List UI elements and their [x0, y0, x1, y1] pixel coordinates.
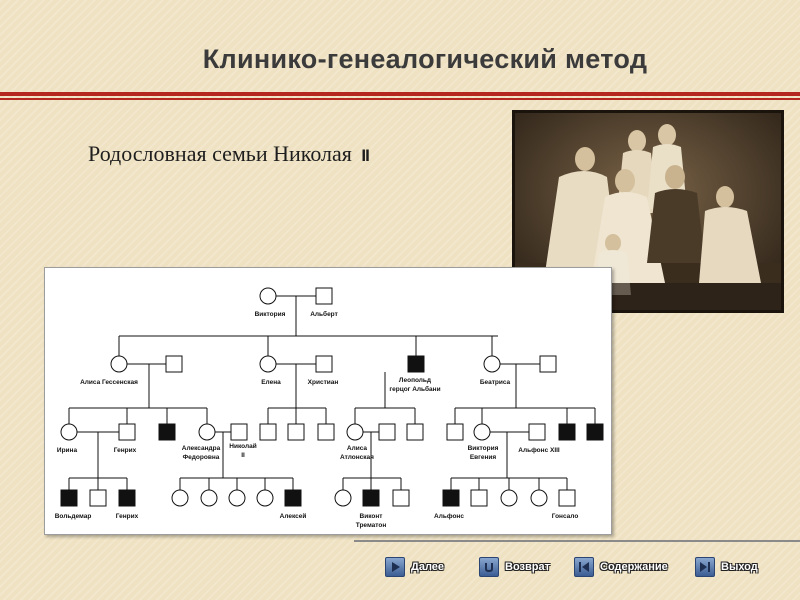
label-elena: Елена: [261, 379, 281, 386]
victoria-symbol: [259, 287, 277, 305]
skip-back-icon: [574, 557, 594, 577]
label-alfons: Альфонс: [434, 513, 464, 520]
subtitle-text: Родословная семьи Николая: [88, 141, 352, 166]
label-vikont-2: Трематон: [356, 522, 387, 529]
next-button[interactable]: Далее: [385, 556, 444, 578]
back-label: Возврат: [505, 561, 550, 573]
label-nikolai-1: Николай: [229, 442, 256, 450]
label-genrih-1: Генрих: [114, 447, 137, 454]
label-leopold-2: герцог Альбани: [389, 385, 440, 393]
pedigree-chart: Виктория Альберт Алиса Гессенская Елена …: [44, 267, 612, 535]
contents-label: Содержание: [600, 561, 668, 573]
slide-subtitle: Родословная семьи Николая II: [88, 141, 370, 167]
label-beatrisa: Беатриса: [480, 379, 511, 386]
label-irina: Ирина: [57, 447, 78, 454]
label-aleksandra-2: Федоровна: [183, 454, 220, 461]
label-alisa-gessen: Алиса Гессенская: [80, 379, 138, 386]
subtitle-roman-numeral: II: [361, 146, 370, 165]
slide-title: Клинико-генеалогический метод: [202, 44, 648, 74]
label-vikont-1: Виконт: [360, 513, 383, 520]
label-hristian: Христиан: [308, 379, 339, 386]
label-genrih-2: Генрих: [116, 513, 139, 520]
return-icon: [479, 557, 499, 577]
label-albert: Альберт: [310, 310, 338, 318]
back-button[interactable]: Возврат: [479, 556, 550, 578]
contents-button[interactable]: Содержание: [574, 556, 668, 578]
label-nikolai-2: II: [241, 452, 245, 459]
label-alisa-atl-1: Алиса: [347, 445, 368, 452]
exit-label: Выход: [721, 561, 758, 573]
albert-symbol: [315, 287, 333, 305]
label-gonsalo: Гонсало: [552, 513, 579, 520]
label-victoria-ev-1: Виктория: [468, 445, 499, 452]
label-victoria: Виктория: [255, 311, 286, 318]
label-victoria-ev-2: Евгения: [470, 454, 497, 461]
title-divider-top: [0, 92, 800, 96]
label-alisa-atl-2: Атлонская: [340, 454, 374, 461]
label-voldemar: Вольдемар: [55, 513, 92, 520]
title-divider-bottom: [0, 98, 800, 100]
label-leopold-1: Леопольд: [399, 377, 431, 384]
label-alfons-13: Альфонс XIII: [518, 447, 560, 454]
label-aleksandra-1: Александра: [182, 445, 221, 452]
next-label: Далее: [411, 561, 445, 573]
nav-divider: [354, 540, 800, 542]
play-icon: [385, 557, 405, 577]
label-aleksei: Алексей: [280, 512, 307, 520]
exit-button[interactable]: Выход: [695, 556, 758, 578]
skip-forward-icon: [695, 557, 715, 577]
